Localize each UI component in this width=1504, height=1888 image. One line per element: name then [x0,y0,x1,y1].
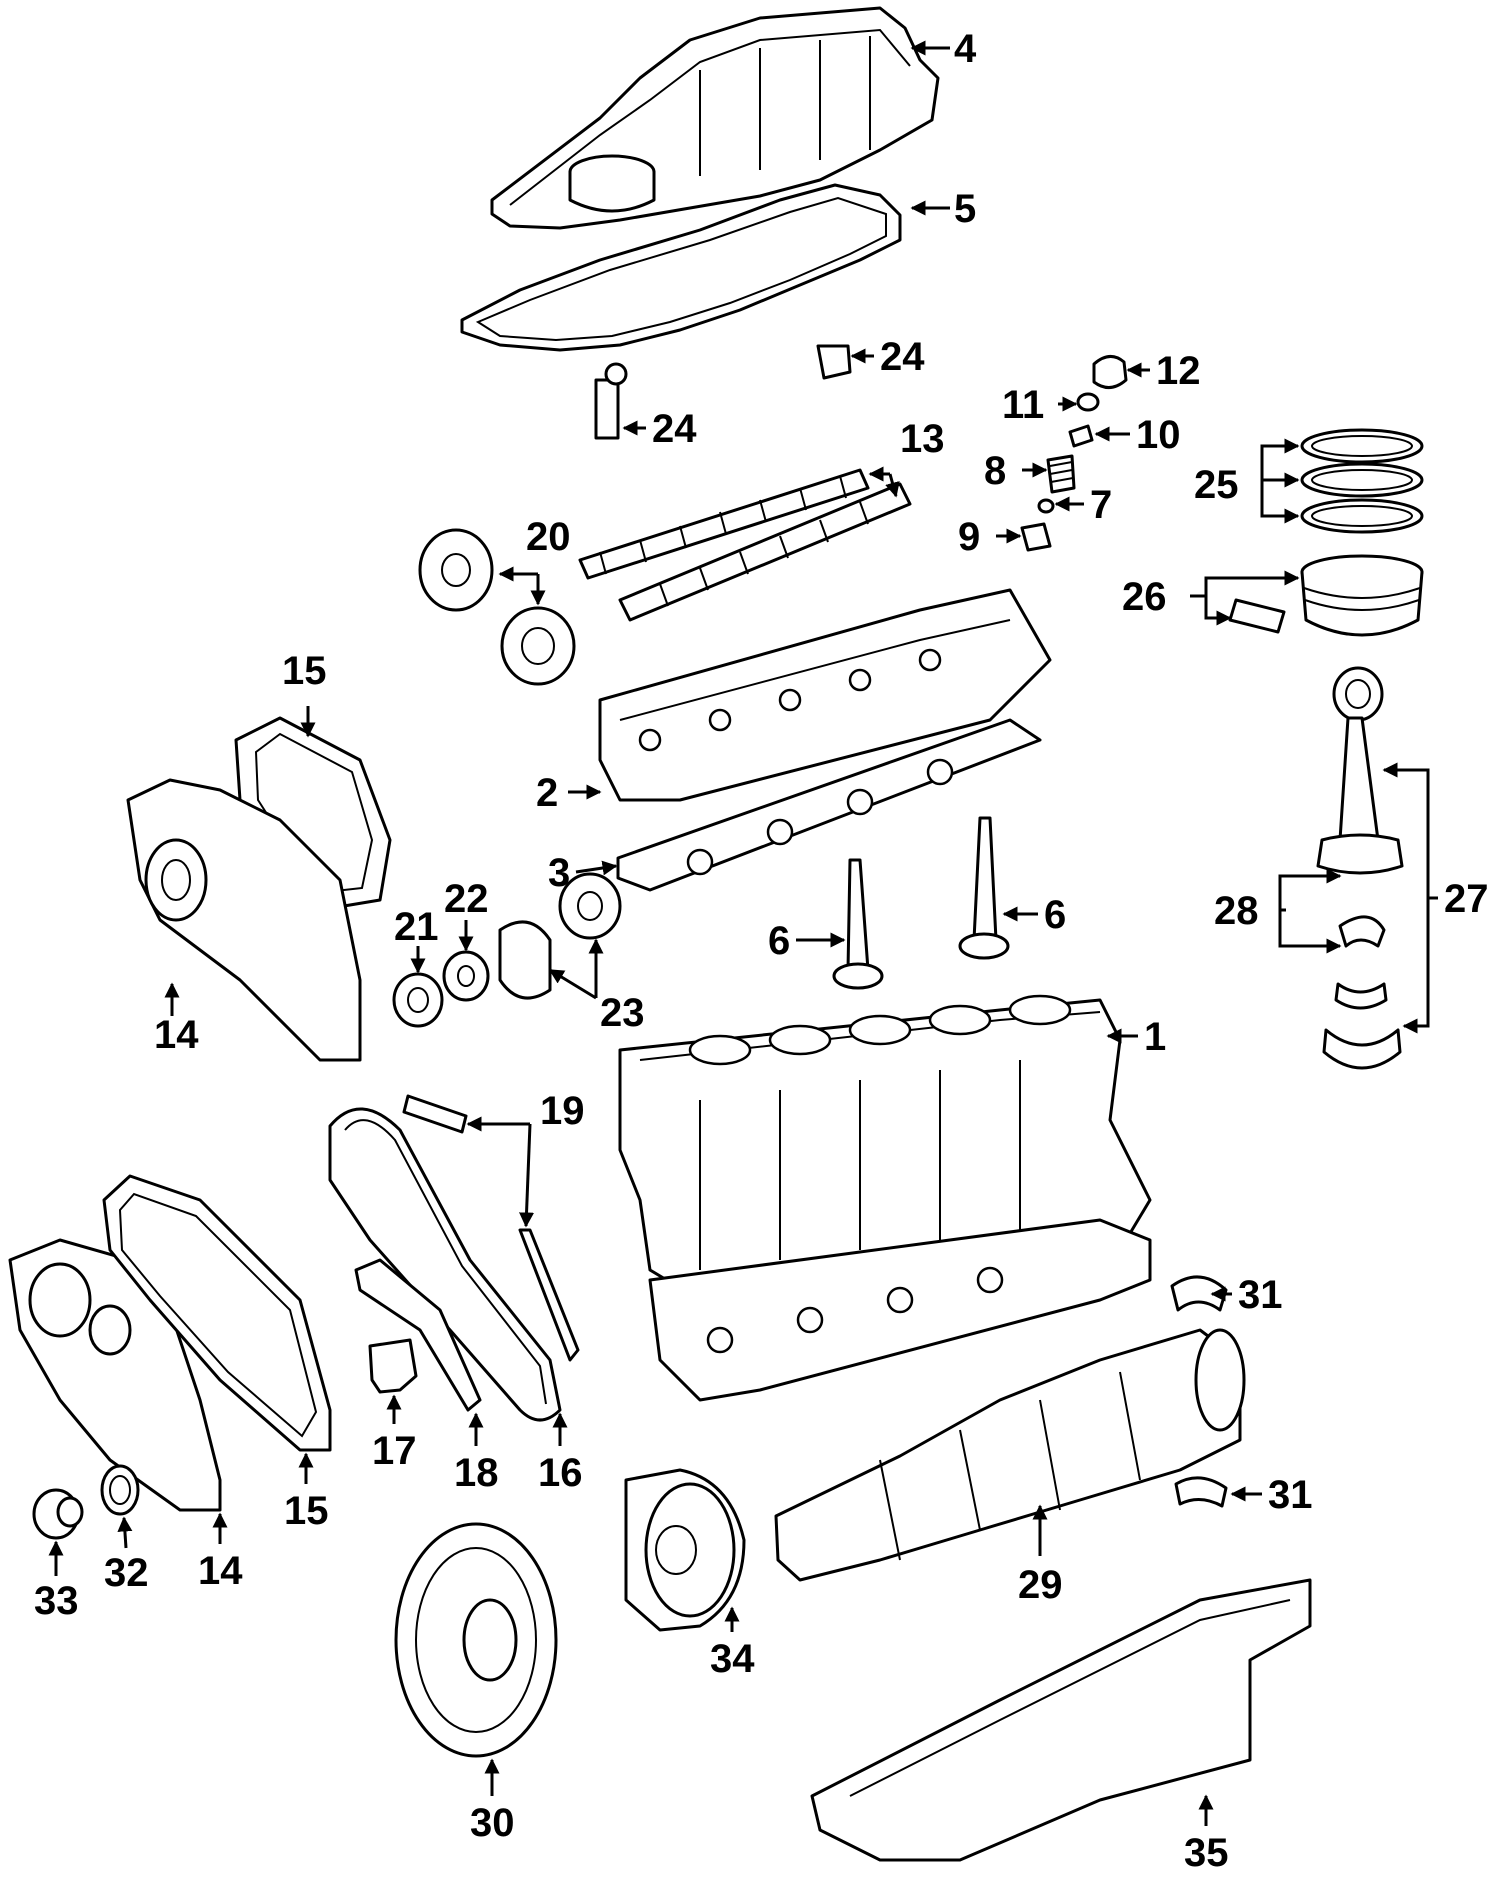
callout-1: 1 [1144,1015,1166,1059]
callout-labels: 4 5 24 24 12 11 10 8 7 9 13 20 25 26 27 … [34,27,1489,1875]
tensioner-arm-drawing [354,1258,482,1412]
callout-25: 25 [1194,463,1239,507]
camshaft-sensor-drawing [594,344,852,440]
cam-sprockets-drawing [418,528,576,686]
callout-24-upper: 24 [880,335,925,379]
callout-6-left: 6 [768,919,790,963]
connecting-rod-drawing [1316,666,1404,1070]
callout-32: 32 [104,1551,149,1595]
callout-29: 29 [1018,1563,1063,1607]
callout-5: 5 [954,187,976,231]
callout-12: 12 [1156,349,1201,393]
callout-14-upper: 14 [154,1013,199,1057]
idler-pulley-drawing [32,1488,84,1540]
callout-34: 34 [710,1637,755,1681]
callout-24-lower: 24 [652,407,697,451]
callout-10: 10 [1136,413,1181,457]
oil-pan-drawing [810,1578,1312,1862]
crankshaft-drawing [774,1328,1246,1582]
callout-35: 35 [1184,1831,1229,1875]
valves-drawing [832,816,1010,990]
callout-7: 7 [1090,483,1112,527]
callout-18: 18 [454,1451,499,1495]
tensioner-drawing [368,1338,418,1394]
valve-train-small-parts-drawing [1020,355,1128,552]
callout-27: 27 [1444,877,1489,921]
callout-4: 4 [954,27,977,71]
callout-33: 33 [34,1579,79,1623]
bedplate-drawing [648,1218,1152,1402]
callout-11: 11 [1002,383,1044,427]
callout-30: 30 [470,1801,515,1845]
valve-cover-drawing [490,6,940,230]
head-gasket-drawing [616,718,1042,892]
piston-and-pin-drawing [1228,554,1424,637]
callout-16: 16 [538,1451,583,1495]
leader-lines [48,40,1438,1826]
timing-cover-upper-drawing [126,778,362,1062]
callout-15-lower: 15 [284,1489,329,1533]
callout-13: 13 [900,417,945,461]
callout-23: 23 [600,991,645,1035]
camshafts-drawing [578,468,912,622]
callout-31-lower: 31 [1268,1473,1313,1517]
callout-3: 3 [548,851,570,895]
front-cover-gasket-lower-drawing [102,1174,332,1452]
main-bearings-drawing [1170,1275,1228,1508]
gears-drawing [392,872,622,1028]
callout-26: 26 [1122,575,1167,619]
timing-chain-drawing [328,1107,562,1422]
callout-17: 17 [372,1429,417,1473]
callout-14-lower: 14 [198,1549,243,1593]
callout-8: 8 [984,449,1006,493]
crank-pulley-drawing [394,1522,558,1758]
callout-21: 21 [394,905,439,949]
callout-31-upper: 31 [1238,1273,1283,1317]
callout-19: 19 [540,1089,585,1133]
cylinder-head-drawing [598,588,1052,802]
callout-2: 2 [536,771,558,815]
callout-28: 28 [1214,889,1259,933]
piston-rings-drawing [1300,428,1424,534]
callout-22: 22 [444,877,489,921]
chain-guides-drawing [402,1094,580,1362]
callout-20: 20 [526,515,571,559]
valve-cover-gasket-drawing [460,183,902,352]
front-seal-drawing [100,1464,140,1516]
callout-6-right: 6 [1044,893,1066,937]
oil-pump-drawing [624,1468,746,1632]
callout-9: 9 [958,515,980,559]
callout-15-upper: 15 [282,649,327,693]
